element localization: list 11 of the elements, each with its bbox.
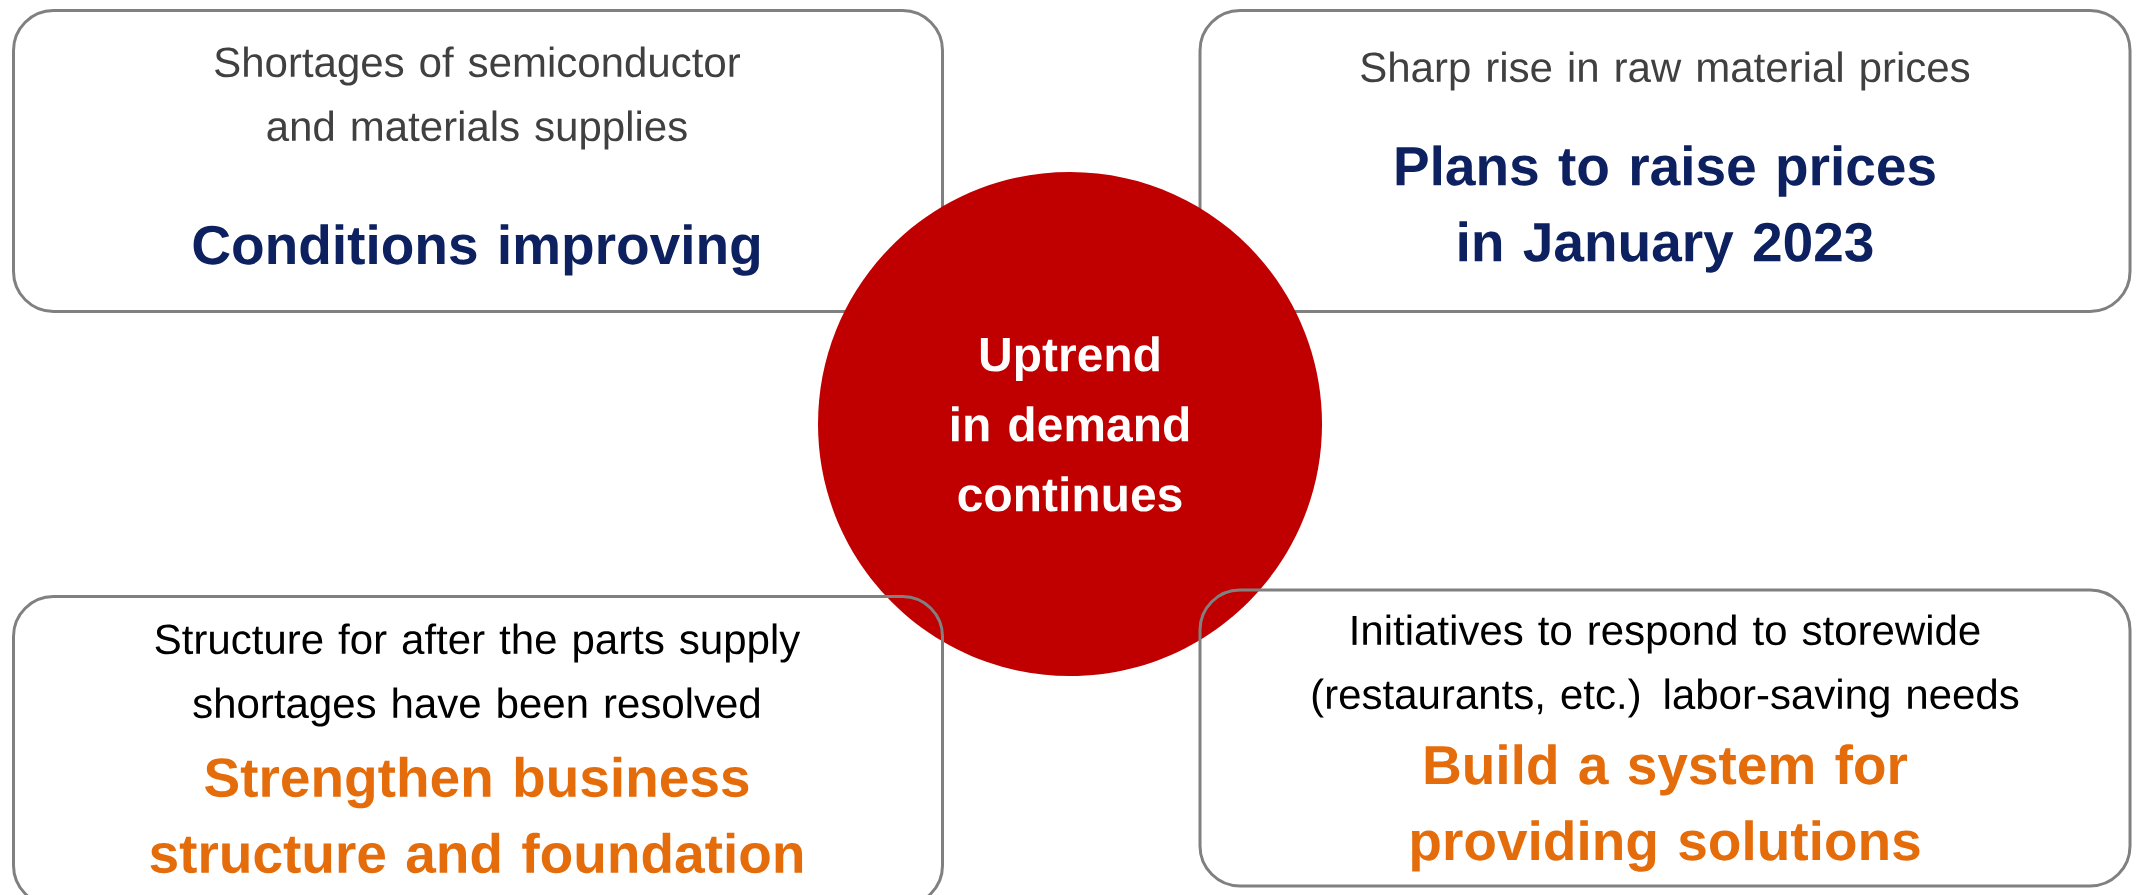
rounded-box: [1198, 588, 2132, 888]
headline: Conditions improving: [193, 224, 760, 276]
headline: Plans to raise prices in January 2023: [1396, 145, 1935, 273]
rounded-box: [12, 9, 944, 313]
subheading: Structure for after the parts supply shortages have been resolved: [155, 623, 801, 727]
subheading: Sharp rise in raw material prices: [1361, 51, 1970, 91]
headline: Strengthen business structure and foundation: [150, 756, 803, 874]
rounded-box: [12, 595, 944, 895]
rounded-box: [1198, 9, 2132, 313]
headline: Build a system for providing solutions: [1412, 744, 1920, 872]
subheading: Shortages of semiconductor and materials supplies: [215, 46, 740, 150]
